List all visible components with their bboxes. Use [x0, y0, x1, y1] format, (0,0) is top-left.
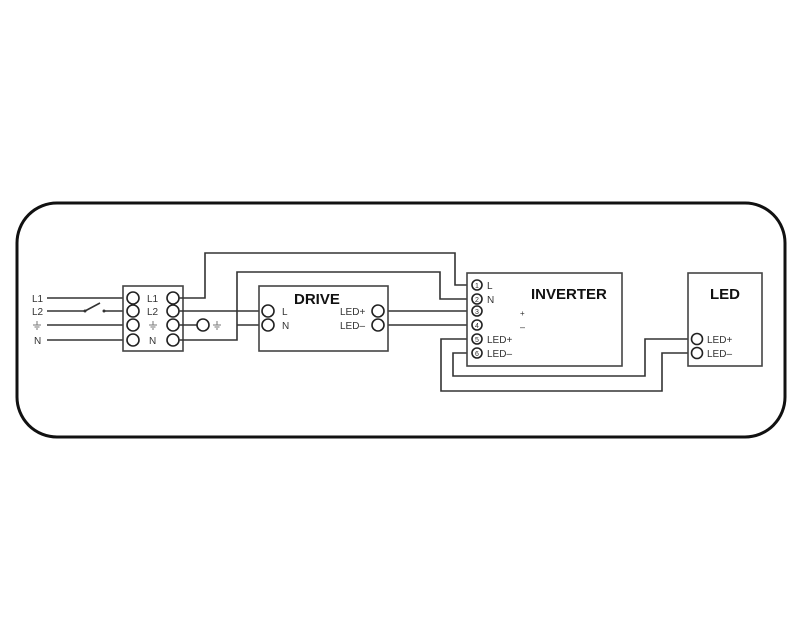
inverter-terminals: 1 2 3 4 5 6	[471, 279, 483, 359]
svg-text:5: 5	[475, 337, 479, 344]
terminal-label-l2: L2	[147, 307, 159, 318]
ground-icon	[149, 321, 157, 330]
terminal-label-n: N	[149, 336, 156, 347]
drive-title: DRIVE	[294, 291, 340, 308]
ground-terminal	[196, 318, 210, 332]
inverter-label-n: N	[487, 295, 494, 306]
drive-terminal-led-minus	[371, 318, 385, 332]
inverter-label-l: L	[487, 281, 493, 292]
drive-label-led-minus: LED–	[340, 321, 365, 332]
supply-wires	[47, 297, 128, 341]
led-title: LED	[710, 286, 740, 303]
inverter-box	[466, 272, 623, 367]
led-terminal-plus	[690, 332, 704, 346]
drive-label-n: N	[282, 321, 289, 332]
drive-box	[258, 285, 389, 352]
interconnect-wires	[179, 252, 692, 392]
svg-text:6: 6	[475, 351, 479, 358]
enclosure-outline	[15, 201, 787, 439]
ground-icon	[213, 321, 221, 330]
drive-terminal-led-plus	[371, 304, 385, 318]
switch-blade	[84, 302, 101, 312]
bridge-plus-label: +	[520, 309, 525, 318]
inverter-label-led-minus: LED–	[487, 349, 512, 360]
bridge-minus-label: –	[520, 322, 525, 332]
drive-terminal-l	[261, 304, 275, 318]
svg-text:4: 4	[475, 323, 479, 330]
svg-text:1: 1	[475, 283, 479, 290]
svg-text:2: 2	[475, 297, 479, 304]
led-label-minus: LED–	[707, 349, 732, 360]
terminal-block-left-terminals	[126, 291, 140, 347]
inverter-label-led-plus: LED+	[487, 335, 512, 346]
supply-label-n: N	[34, 336, 41, 347]
drive-label-led-plus: LED+	[340, 307, 365, 318]
led-label-plus: LED+	[707, 335, 732, 346]
led-terminal-minus	[690, 346, 704, 360]
supply-label-l1: L1	[32, 294, 44, 305]
drive-label-l: L	[282, 307, 288, 318]
inverter-title: INVERTER	[531, 286, 607, 303]
drive-terminal-n	[261, 318, 275, 332]
svg-text:3: 3	[475, 309, 479, 316]
ground-icon	[33, 321, 41, 330]
supply-label-l2: L2	[32, 307, 44, 318]
terminal-label-l1: L1	[147, 294, 159, 305]
